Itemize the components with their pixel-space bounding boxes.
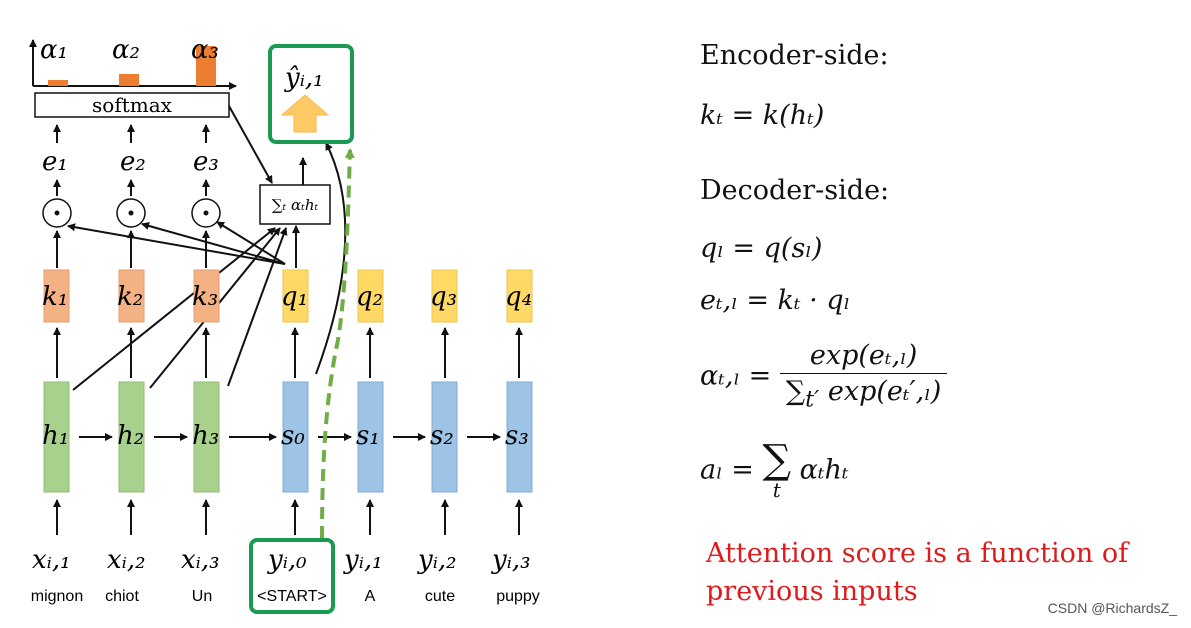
attention-note: Attention score is a function of previou… — [706, 535, 1128, 611]
a-lhs: aₗ = — [700, 454, 754, 486]
encoder-state-1: h₁ — [42, 421, 69, 451]
key-1: k₁ — [42, 282, 68, 312]
word-2: chiot — [105, 588, 139, 605]
decoder-heading: Decoder-side: — [700, 175, 890, 206]
input-2: xᵢ,₂ — [107, 545, 146, 575]
word-5: A — [365, 588, 376, 605]
note-line-1: Attention score is a function of — [706, 538, 1129, 569]
context-vector-box — [259, 184, 331, 225]
input-6: yᵢ,₂ — [417, 545, 457, 575]
encoder-states — [43, 381, 220, 493]
dot-product-circles — [42, 198, 221, 228]
query-4: q₄ — [505, 282, 532, 312]
alpha-3-label: α₃ — [191, 35, 219, 65]
word-7: puppy — [496, 588, 540, 605]
start-highlight-box — [249, 538, 335, 614]
decoder-states — [282, 381, 533, 493]
output-highlight-box — [268, 44, 354, 144]
keys — [43, 269, 220, 323]
encoder-state-2: h₂ — [117, 421, 144, 451]
softmax-label: softmax — [92, 93, 173, 117]
input-to-state-arrows — [53, 499, 523, 535]
decoder-state-1: s₁ — [356, 421, 380, 451]
word-3: Un — [192, 588, 212, 605]
input-5: yᵢ,₁ — [343, 545, 383, 575]
query-2: q₂ — [356, 282, 383, 312]
word-4: <START> — [257, 588, 327, 605]
input-3: xᵢ,₃ — [181, 545, 220, 575]
energy-to-softmax-arrows — [53, 124, 210, 143]
dependency-dashed-path — [320, 148, 355, 539]
queries — [282, 269, 533, 323]
output-up-arrow-icon — [280, 94, 330, 133]
alpha-lhs: αₜ,ₗ = — [700, 360, 772, 392]
input-1: xᵢ,₁ — [32, 545, 71, 575]
encoder-heading: Encoder-side: — [700, 40, 889, 71]
output-label: ŷᵢ,₁ — [284, 63, 324, 93]
input-4: yᵢ,₀ — [267, 545, 307, 575]
energy-equation: eₜ,ₗ = kₜ · qₗ — [700, 285, 851, 316]
alpha-bar-3 — [196, 46, 216, 86]
alpha-2-label: α₂ — [112, 35, 140, 65]
softmax-to-context-arrow — [228, 105, 273, 184]
query-equation: qₗ = q(sₗ) — [700, 233, 823, 264]
key-3: k₃ — [192, 282, 218, 312]
word-1: mignon — [31, 588, 83, 605]
softmax-box — [34, 92, 230, 118]
key-2: k₂ — [117, 282, 143, 312]
decoder-state-0: s₀ — [281, 421, 305, 451]
encoder-to-context-arrows — [72, 227, 288, 391]
decoder-state-2: s₂ — [430, 421, 454, 451]
alpha-1-label: α₁ — [40, 35, 68, 65]
query-3: q₃ — [430, 282, 457, 312]
energy-2: e₂ — [120, 147, 146, 177]
context-vector-label: ∑ₜ αₜhₜ — [272, 196, 319, 214]
alpha-fraction: exp(eₜ,ₗ) ∑t′ exp(eₜ′,ₗ) — [779, 340, 948, 413]
alpha-numerator: exp(eₜ,ₗ) — [779, 340, 948, 374]
energy-1: e₁ — [42, 147, 68, 177]
decoder-state-3: s₃ — [505, 421, 529, 451]
sum-symbol: ∑t — [762, 437, 792, 502]
alpha-denominator: ∑t′ exp(eₜ′,ₗ) — [785, 376, 942, 413]
alpha-bar-2 — [119, 74, 139, 86]
watermark: CSDN @RichardsZ_ — [1047, 600, 1177, 616]
alpha-bar-1 — [48, 80, 68, 86]
key-equation: kₜ = k(hₜ) — [700, 100, 825, 131]
query-to-dot-arrows — [67, 221, 286, 265]
energy-3: e₃ — [193, 147, 219, 177]
a-rhs: αₜhₜ — [799, 454, 849, 486]
input-7: yᵢ,₃ — [491, 545, 531, 575]
context-equation: aₗ = ∑t αₜhₜ — [700, 440, 849, 500]
decoder-to-output-arrow — [315, 142, 347, 375]
alpha-equation: αₜ,ₗ = exp(eₜ,ₗ) ∑t′ exp(eₜ′,ₗ) — [700, 340, 948, 413]
state-to-key-query-arrows — [53, 327, 523, 378]
alpha-bars — [48, 46, 216, 86]
note-line-2: previous inputs — [706, 576, 918, 607]
attention-diagram: α₁ α₂ α₃ softmax e₁ e₂ e₃ ∑ₜ — [29, 35, 540, 614]
query-1: q₁ — [281, 282, 308, 312]
encoder-state-3: h₃ — [192, 421, 219, 451]
word-6: cute — [425, 588, 455, 605]
dot-to-energy-arrows — [53, 179, 210, 196]
